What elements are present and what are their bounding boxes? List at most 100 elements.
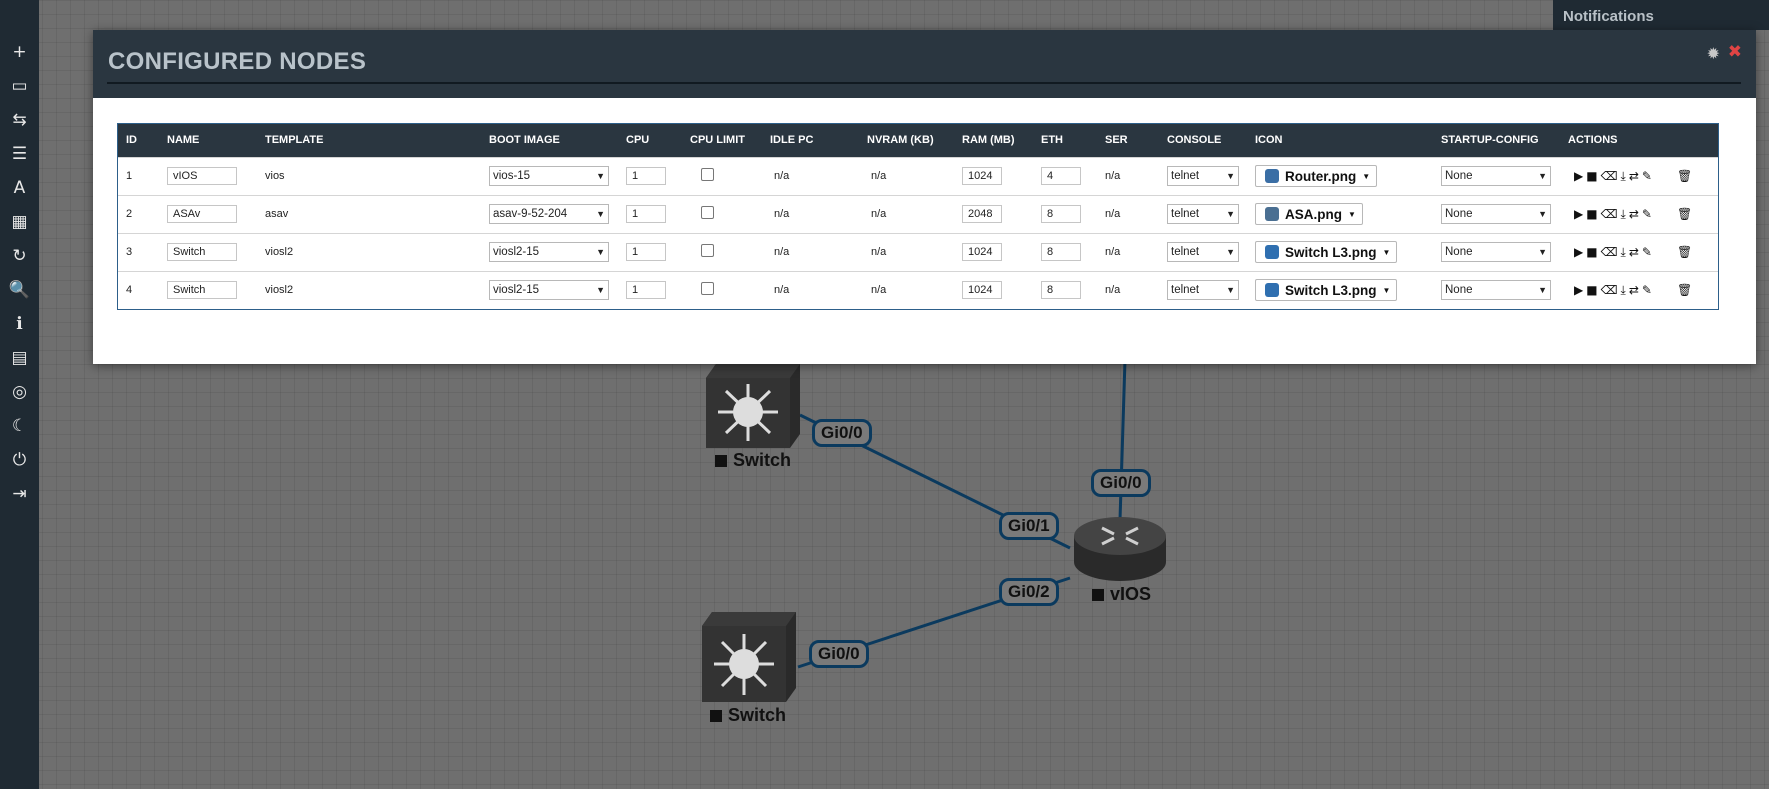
ram-input[interactable] — [962, 281, 1002, 300]
stop-icon[interactable]: ■ — [1586, 283, 1598, 298]
wipe-icon[interactable]: ⌫ — [1600, 169, 1618, 183]
startup-config-value: None — [1445, 170, 1473, 182]
edit-icon[interactable]: ✎ — [1641, 169, 1652, 183]
settings-gear-icon[interactable]: ✹ — [1706, 44, 1720, 63]
chevron-down-icon: ▼ — [1226, 171, 1235, 181]
link-label[interactable]: Gi0/2 — [999, 578, 1059, 606]
interfaces-icon[interactable]: ⇄ — [1628, 169, 1639, 183]
switch-node-icon[interactable] — [702, 612, 796, 702]
cpu-limit-checkbox[interactable] — [701, 168, 714, 181]
zoom-icon[interactable]: 🔍 — [8, 280, 31, 300]
cpu-input[interactable] — [626, 167, 666, 185]
play-icon[interactable]: ▶ — [1574, 283, 1584, 298]
startup-config-select[interactable]: None▼ — [1441, 242, 1551, 262]
cpu-input[interactable] — [626, 243, 666, 261]
ram-input[interactable] — [962, 243, 1002, 261]
node-name-input[interactable] — [167, 281, 237, 300]
icon-filename: Switch L3.png — [1285, 244, 1377, 260]
link-label[interactable]: Gi0/0 — [1091, 469, 1151, 497]
play-icon[interactable]: ▶ — [1574, 207, 1584, 221]
edit-icon[interactable]: ✎ — [1641, 207, 1652, 221]
console-select[interactable]: telnet▼ — [1167, 242, 1239, 262]
refresh-icon[interactable]: ↻ — [12, 246, 27, 266]
export-icon[interactable]: ⤓ — [1620, 206, 1626, 221]
startup-config-select[interactable]: None▼ — [1441, 280, 1551, 301]
dark-mode-icon[interactable]: ☾ — [11, 416, 28, 436]
wipe-icon[interactable]: ⌫ — [1600, 245, 1618, 259]
router-node-icon[interactable] — [1072, 516, 1168, 582]
logout-icon[interactable]: ⇥ — [12, 484, 27, 504]
nvram-value: n/a — [871, 246, 887, 258]
cpu-limit-checkbox[interactable] — [701, 244, 714, 257]
boot-image-select[interactable]: asav-9-52-204▼ — [489, 204, 609, 224]
networks-icon[interactable]: ⇆ — [12, 110, 27, 130]
grid-icon[interactable]: ▦ — [11, 212, 28, 232]
link-label[interactable]: Gi0/0 — [812, 419, 872, 447]
icon-dropdown[interactable]: ASA.png▼ — [1255, 203, 1363, 225]
node-icon-preview — [1265, 283, 1279, 298]
play-icon[interactable]: ▶ — [1574, 169, 1584, 183]
add-object-icon[interactable]: + — [12, 42, 27, 62]
startup-config-select[interactable]: None▼ — [1441, 166, 1551, 186]
console-select[interactable]: telnet▼ — [1167, 280, 1239, 301]
cpu-input[interactable] — [626, 205, 666, 223]
boot-image-select[interactable]: viosl2-15▼ — [489, 280, 609, 301]
ram-input[interactable] — [962, 167, 1002, 185]
export-icon[interactable]: ⤓ — [1620, 168, 1626, 183]
table-header-row: ID NAME TEMPLATE BOOT IMAGE CPU CPU LIMI… — [118, 124, 1718, 157]
node-name-input[interactable] — [167, 205, 237, 223]
node-name-input[interactable] — [167, 167, 237, 185]
icon-dropdown[interactable]: Switch L3.png▼ — [1255, 241, 1398, 263]
wipe-icon[interactable]: ⌫ — [1600, 283, 1618, 298]
list-icon[interactable]: ▤ — [11, 348, 28, 368]
cpu-input[interactable] — [626, 281, 666, 300]
export-icon[interactable]: ⤓ — [1620, 244, 1626, 259]
chevron-down-icon: ▼ — [1538, 209, 1547, 219]
icon-dropdown[interactable]: Switch L3.png▼ — [1255, 279, 1398, 302]
startup-configs-icon[interactable]: ☰ — [11, 144, 28, 164]
delete-icon[interactable]: 🗑 — [1676, 207, 1693, 221]
stop-icon[interactable]: ■ — [1586, 169, 1598, 183]
delete-icon[interactable]: 🗑 — [1676, 283, 1693, 298]
interfaces-icon[interactable]: ⇄ — [1628, 283, 1639, 298]
interfaces-icon[interactable]: ⇄ — [1628, 207, 1639, 221]
text-objects-icon[interactable]: A — [13, 178, 26, 198]
console-select[interactable]: telnet ▼ — [1167, 166, 1239, 186]
link-label[interactable]: Gi0/1 — [999, 512, 1059, 540]
stop-icon[interactable]: ■ — [1586, 207, 1598, 221]
export-icon[interactable]: ⤓ — [1620, 282, 1626, 297]
stop-icon[interactable]: ■ — [1586, 245, 1598, 259]
nvram-value: n/a — [871, 208, 887, 220]
eth-input[interactable] — [1041, 167, 1081, 185]
notifications-tab[interactable]: Notifications — [1553, 0, 1769, 30]
edit-icon[interactable]: ✎ — [1641, 245, 1652, 259]
boot-image-select[interactable]: viosl2-15▼ — [489, 242, 609, 262]
wipe-icon[interactable]: ⌫ — [1600, 207, 1618, 221]
power-icon[interactable]: ⏻ — [12, 450, 27, 470]
delete-icon[interactable]: 🗑 — [1676, 169, 1693, 183]
eth-input[interactable] — [1041, 205, 1081, 223]
play-icon[interactable]: ▶ — [1574, 245, 1584, 259]
interfaces-icon[interactable]: ⇄ — [1628, 245, 1639, 259]
eth-input[interactable] — [1041, 281, 1081, 300]
console-value: telnet — [1171, 170, 1200, 182]
cpu-limit-checkbox[interactable] — [701, 282, 714, 296]
icon-dropdown[interactable]: Router.png▼ — [1255, 165, 1378, 187]
switch-node-icon[interactable] — [706, 364, 800, 448]
edit-icon[interactable]: ✎ — [1641, 283, 1652, 298]
col-header: ICON — [1255, 134, 1283, 147]
cpu-limit-checkbox[interactable] — [701, 206, 714, 219]
status-icon[interactable]: ◎ — [12, 382, 27, 402]
console-select[interactable]: telnet▼ — [1167, 204, 1239, 224]
info-icon[interactable]: ℹ — [16, 314, 23, 334]
console-value: telnet — [1171, 284, 1200, 297]
boot-image-select[interactable]: vios-15▼ — [489, 166, 609, 186]
eth-input[interactable] — [1041, 243, 1081, 261]
close-icon[interactable]: ✖ — [1727, 42, 1742, 62]
nodes-icon[interactable]: ▭ — [11, 76, 28, 96]
delete-icon[interactable]: 🗑 — [1676, 245, 1693, 259]
node-name-input[interactable] — [167, 243, 237, 261]
ram-input[interactable] — [962, 205, 1002, 223]
link-label[interactable]: Gi0/0 — [809, 640, 869, 668]
startup-config-select[interactable]: None▼ — [1441, 204, 1551, 224]
